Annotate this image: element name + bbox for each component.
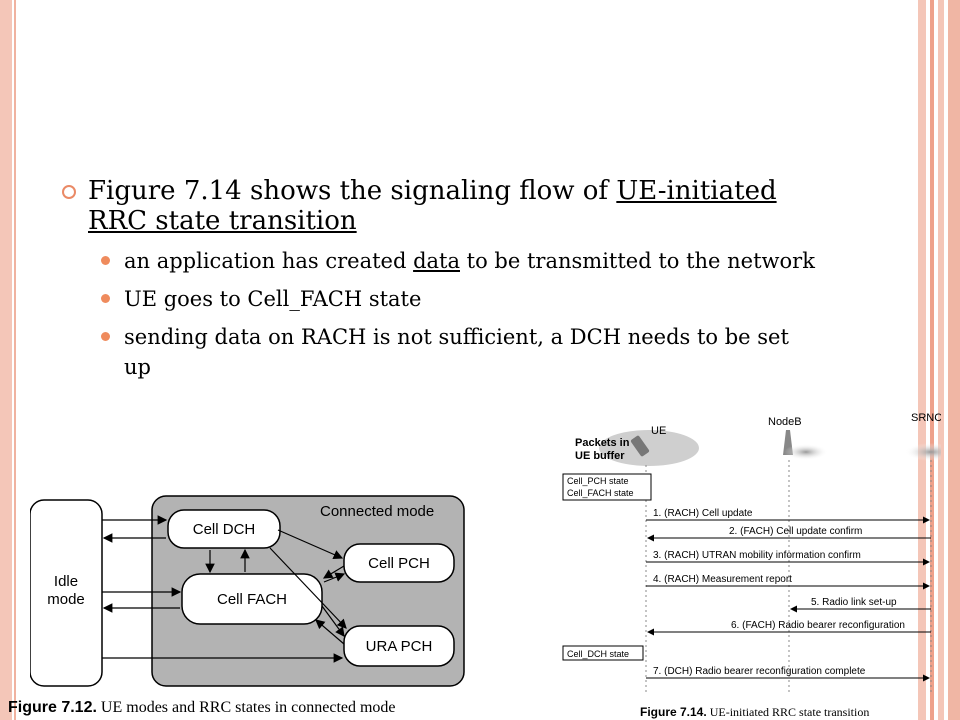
data-link[interactable]: data bbox=[413, 249, 460, 273]
state-box-dch-label: Cell_DCH state bbox=[567, 649, 629, 659]
message-2: 2. (FACH) Cell update confirm bbox=[729, 526, 862, 537]
message-arrows bbox=[646, 516, 931, 682]
bullet-dot-icon bbox=[101, 256, 110, 265]
cell-pch-label: Cell PCH bbox=[368, 555, 430, 572]
idle-mode-label-2: mode bbox=[47, 591, 85, 608]
idle-mode-box bbox=[30, 499, 103, 687]
state-transition-arrows bbox=[102, 515, 347, 663]
message-1: 1. (RACH) Cell update bbox=[653, 508, 753, 519]
figure-7-14-diagram: Packets in UE buffer UE NodeB SRNC Cell_… bbox=[562, 412, 941, 692]
bullet-dot-icon bbox=[101, 294, 110, 303]
main-bullet-link[interactable]: UE-initiated RRC state transition bbox=[88, 176, 777, 236]
phone-icon bbox=[630, 435, 650, 457]
sub-bullet-3: sending data on RACH is not sufficient, … bbox=[60, 322, 820, 382]
message-5: 5. Radio link set-up bbox=[811, 597, 897, 608]
figure-7-12-caption: Figure 7.12. UE modes and RRC states in … bbox=[8, 699, 396, 716]
message-7: 7. (DCH) Radio bearer reconfiguration co… bbox=[653, 666, 866, 677]
cell-dch-label: Cell DCH bbox=[193, 521, 256, 538]
cell-pch-state bbox=[343, 543, 455, 583]
ura-pch-state bbox=[343, 625, 455, 667]
sub-bullet-2: UE goes to Cell_FACH state bbox=[60, 284, 820, 314]
cell-fach-state bbox=[181, 573, 323, 625]
right-stripe-4 bbox=[948, 0, 960, 720]
ue-label: UE bbox=[651, 425, 666, 437]
right-stripe-3 bbox=[938, 0, 944, 720]
state-box-dch bbox=[562, 645, 644, 661]
message-6: 6. (FACH) Radio bearer reconfiguration bbox=[731, 620, 905, 631]
ue-cloud bbox=[599, 430, 699, 466]
packets-label-2: UE buffer bbox=[575, 450, 625, 462]
packets-label-1: Packets in bbox=[575, 437, 630, 449]
main-bullet-text: Figure 7.14 shows the signaling flow of bbox=[88, 176, 617, 206]
nodeb-blob bbox=[784, 444, 828, 460]
lifelines bbox=[645, 460, 932, 692]
bullet-list: Figure 7.14 shows the signaling flow of … bbox=[60, 176, 820, 382]
cell-dch-state bbox=[167, 509, 281, 549]
right-stripe-1 bbox=[918, 0, 926, 720]
cell-fach-label: Cell FACH bbox=[217, 591, 287, 608]
message-4: 4. (RACH) Measurement report bbox=[653, 574, 792, 585]
left-stripe bbox=[0, 0, 12, 720]
figure-7-14-caption: Figure 7.14. UE-initiated RRC state tran… bbox=[640, 705, 870, 719]
state-box-line-2: Cell_FACH state bbox=[567, 488, 634, 498]
ura-pch-label: URA PCH bbox=[366, 638, 433, 655]
message-3: 3. (RACH) UTRAN mobility information con… bbox=[653, 550, 861, 561]
figure-7-12-diagram: Connected mode Idle mode Cell DCH Cell F… bbox=[30, 495, 465, 687]
sub-bullet-1: an application has created data to be tr… bbox=[60, 246, 820, 276]
right-stripe-2 bbox=[930, 0, 934, 720]
connected-mode-label: Connected mode bbox=[320, 503, 434, 520]
state-box-line-1: Cell_PCH state bbox=[567, 476, 629, 486]
idle-mode-label-1: Idle bbox=[54, 573, 78, 590]
srnc-blob bbox=[905, 443, 941, 461]
bullet-dot-icon bbox=[101, 332, 110, 341]
left-stripe-line bbox=[14, 0, 16, 720]
srnc-label: SRNC bbox=[911, 412, 941, 424]
nodeb-label: NodeB bbox=[768, 416, 802, 428]
main-bullet: Figure 7.14 shows the signaling flow of … bbox=[60, 176, 820, 236]
bullet-ring-icon bbox=[62, 185, 76, 199]
state-box-pch-fach bbox=[562, 473, 652, 501]
